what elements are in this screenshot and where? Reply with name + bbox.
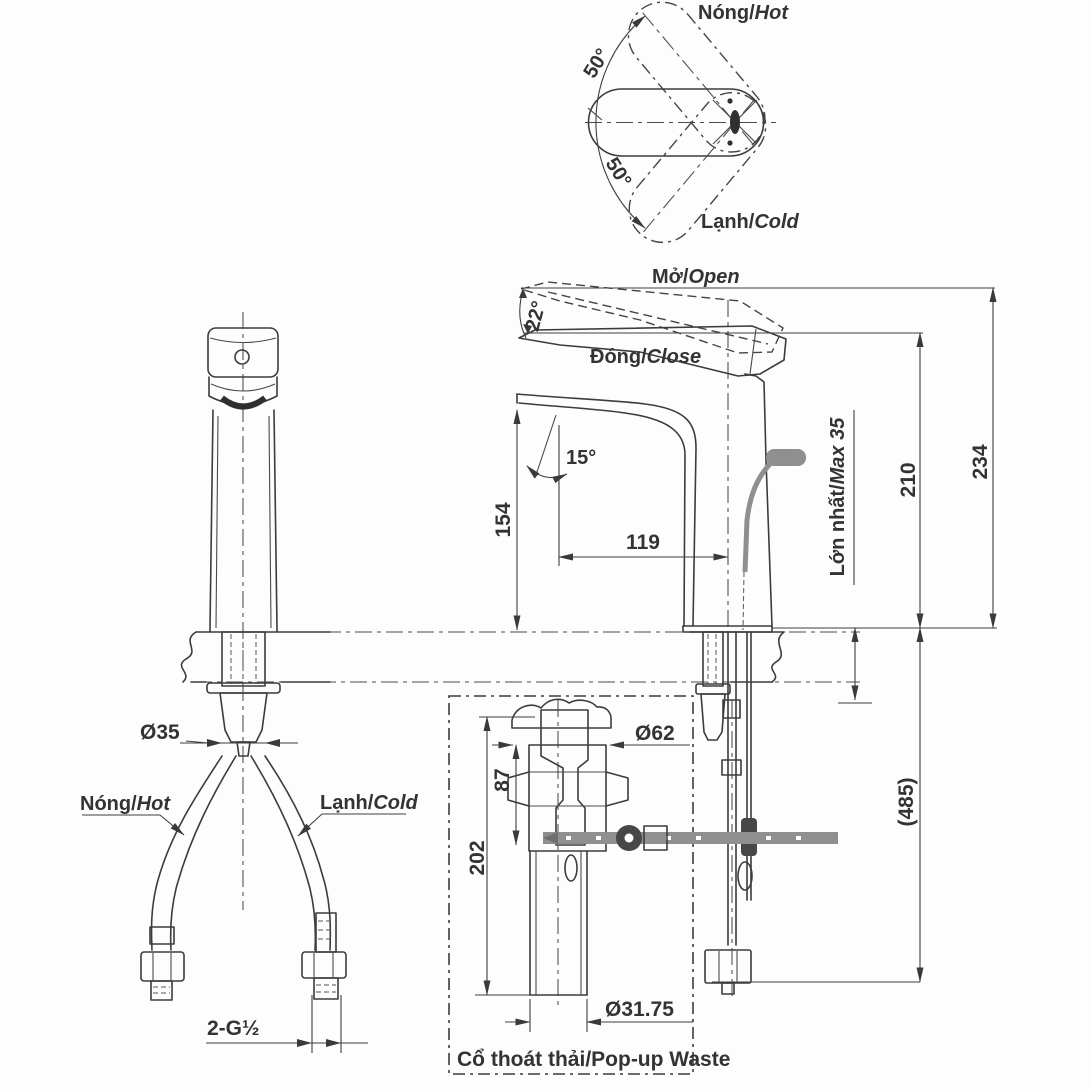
angle-upper-label: 50° bbox=[580, 45, 615, 82]
hose-cold bbox=[264, 755, 332, 951]
body-column bbox=[209, 409, 278, 633]
waste-housing bbox=[528, 744, 607, 852]
counter-break-left bbox=[180, 631, 197, 683]
dim-87: 87 bbox=[491, 768, 514, 791]
dim-202: 202 bbox=[466, 840, 489, 875]
mounting-nut bbox=[219, 692, 268, 743]
close-label: Đóng/Close bbox=[590, 346, 701, 368]
hose-hot bbox=[150, 755, 223, 951]
dim-210: 210 bbox=[897, 462, 920, 497]
cold-hex-nut bbox=[301, 951, 347, 979]
countertop-section bbox=[180, 631, 860, 683]
angle-lower-label: 50° bbox=[601, 154, 636, 191]
dim-234: 234 bbox=[969, 444, 992, 479]
open-label: Mở/Open bbox=[652, 266, 740, 288]
handle-cap bbox=[207, 327, 279, 378]
handle-top-outline bbox=[587, 88, 765, 157]
hot-hex-nut bbox=[140, 951, 185, 982]
waste-flange bbox=[511, 698, 612, 729]
dim-d62: Ø62 bbox=[635, 722, 675, 745]
dim-119: 119 bbox=[626, 531, 660, 554]
handle-closed-position bbox=[518, 325, 787, 377]
popup-waste-box bbox=[448, 695, 694, 1075]
hot-label-front: Nóng/Hot bbox=[80, 793, 171, 815]
popup-waste-detail: 202 87 Ø62 Ø31.75 Cổ thoát thải/Pop-up W… bbox=[448, 695, 838, 1075]
lift-bar bbox=[543, 832, 838, 844]
dim-d3175: Ø31.75 bbox=[605, 998, 674, 1021]
popup-waste-label: Cổ thoát thải/Pop-up Waste bbox=[457, 1048, 730, 1071]
counter-break-right bbox=[771, 631, 785, 683]
handle-open-position bbox=[518, 281, 784, 354]
side-view-faucet: 22° Mở/Open Đóng/Close 15° 154 119 234 2… bbox=[492, 266, 997, 1000]
handle-pivot-dot bbox=[730, 110, 740, 134]
body-outline bbox=[682, 373, 773, 633]
shank-diameter-label: Ø35 bbox=[140, 721, 180, 744]
lift-rod-knob bbox=[766, 449, 806, 466]
hot-label-top: Nóng/Hot bbox=[698, 2, 789, 24]
max-deck-label: Lớn nhất/Max 35 bbox=[827, 417, 849, 577]
front-view-faucet: Ø35 Nóng/Hot Lạnh/Cold 2-G½ bbox=[80, 312, 419, 1053]
handle-angle-label: 22° bbox=[521, 299, 550, 334]
dim-154: 154 bbox=[492, 502, 515, 537]
cold-label-front: Lạnh/Cold bbox=[320, 792, 419, 814]
spout-angle-label: 15° bbox=[566, 447, 596, 469]
dim-485: (485) bbox=[895, 777, 918, 826]
cold-label-top: Lạnh/Cold bbox=[701, 211, 800, 233]
side-shank bbox=[702, 631, 724, 687]
swing-arc bbox=[595, 15, 646, 229]
top-view-handle-swing: 50° 50° Nóng/Hot Lạnh/Cold bbox=[580, 1, 800, 244]
thread-size-label: 2-G½ bbox=[207, 1017, 260, 1040]
spout-outline bbox=[516, 393, 697, 627]
cap-hole bbox=[234, 349, 250, 365]
supply-hex-end bbox=[704, 949, 752, 984]
waste-plug bbox=[540, 709, 589, 846]
